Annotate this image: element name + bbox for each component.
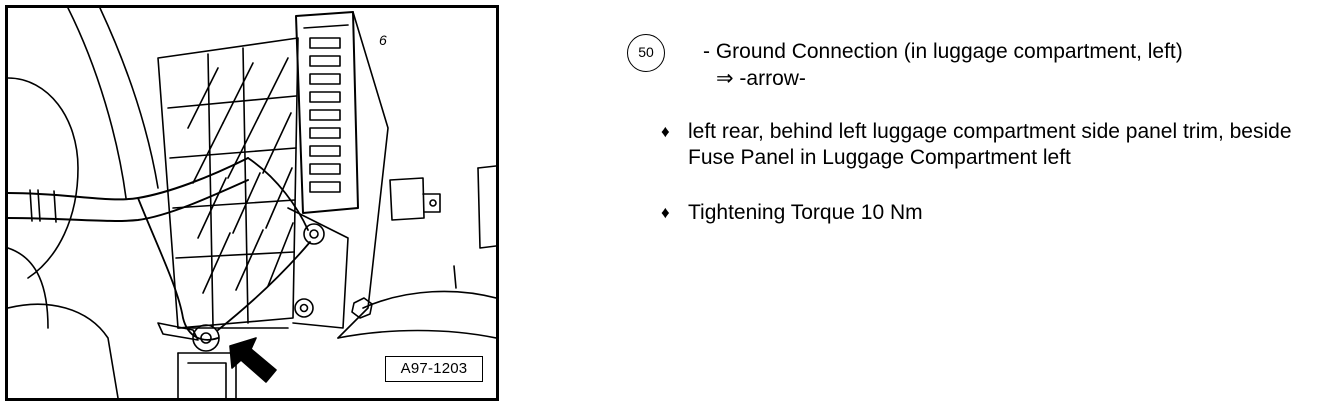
illustration-frame: 6 A97-1203 <box>5 5 499 401</box>
item-number-callout: 50 <box>627 34 665 72</box>
bullet-torque-text: Tightening Torque 10 Nm <box>688 201 923 224</box>
item-title: - Ground Connection (in luggage compartm… <box>703 40 1183 63</box>
bullet-diamond-icon: ♦ <box>661 122 670 141</box>
part-label: 6 <box>379 32 387 48</box>
ground-connection-illustration <box>8 8 496 398</box>
bullet-diamond-icon: ♦ <box>661 203 670 222</box>
item-reference: ⇒ -arrow- <box>716 67 806 90</box>
bullet-location-text: left rear, behind left luggage compartme… <box>688 120 1292 169</box>
figure-id-label: A97-1203 <box>385 356 483 382</box>
